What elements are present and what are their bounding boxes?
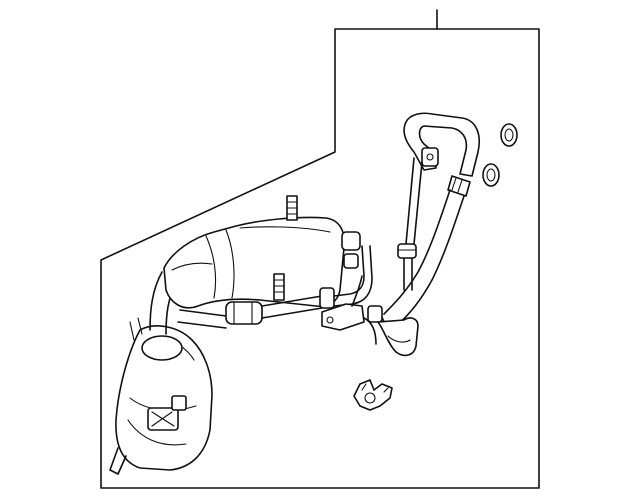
callout-frame: [100, 28, 540, 489]
o-ring: [482, 163, 500, 187]
clip: [353, 379, 393, 411]
o-ring: [500, 123, 518, 147]
discharge-line: [377, 112, 480, 357]
suction-hose-assembly: [109, 195, 387, 475]
